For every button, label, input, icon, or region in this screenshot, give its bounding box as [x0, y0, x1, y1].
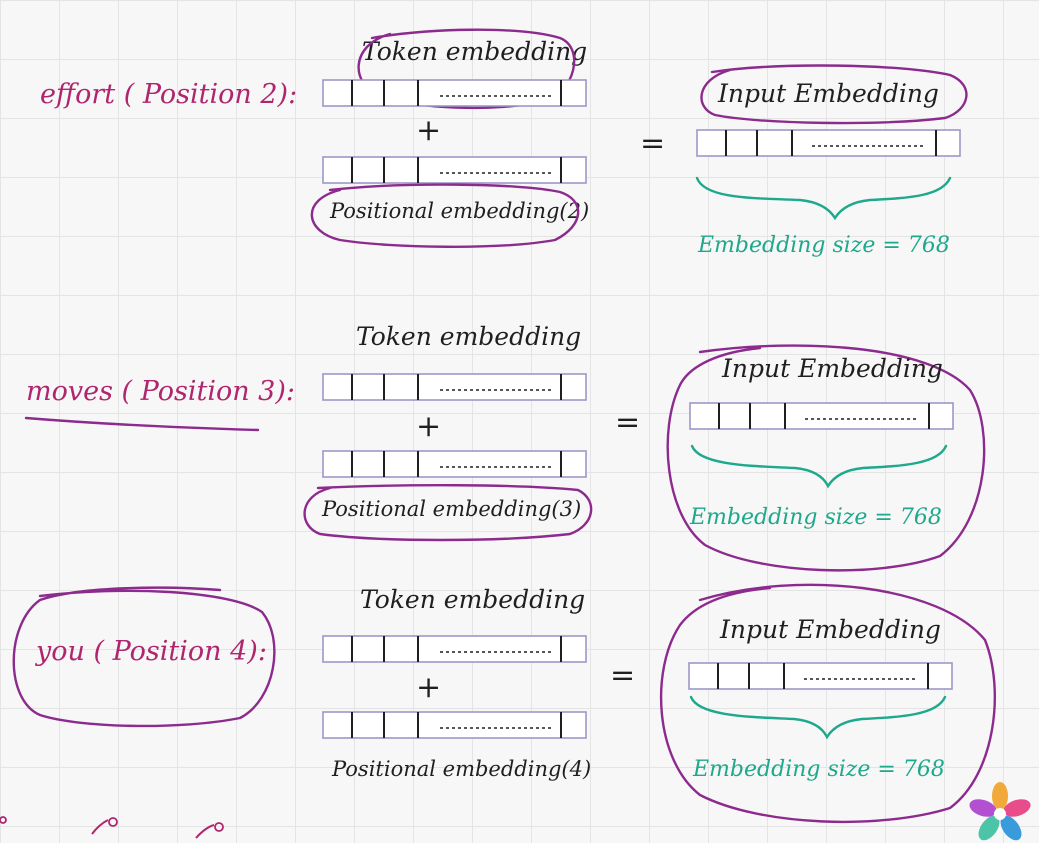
row-position-3: moves ( Position 3): Token embedding + P…	[24, 322, 986, 572]
input-embedding-label: Input Embedding	[721, 354, 943, 383]
plus-sign: +	[416, 670, 441, 705]
positional-embedding-highlight	[310, 183, 580, 248]
embedding-brace	[689, 695, 947, 740]
embedding-size-label: Embedding size = 768	[689, 505, 942, 530]
embedding-size-label: Embedding size = 768	[697, 233, 950, 258]
embedding-brace	[695, 176, 952, 221]
row-position-4: you ( Position 4): Token embedding + Pos…	[12, 583, 996, 824]
input-embedding-highlight	[659, 583, 996, 824]
positional-embedding-bar	[322, 156, 587, 184]
row-label: you ( Position 4):	[35, 636, 267, 667]
equals-sign: =	[615, 405, 640, 440]
plus-sign: +	[416, 113, 441, 148]
input-embedding-bar	[696, 129, 961, 157]
row-label: effort ( Position 2):	[40, 79, 297, 110]
token-embedding-label: Token embedding	[362, 37, 587, 66]
row-label-highlight	[12, 586, 276, 728]
input-embedding-label: Input Embedding	[719, 615, 941, 644]
input-embedding-highlight	[700, 64, 968, 125]
embedding-size-label: Embedding size = 768	[692, 757, 945, 782]
equals-sign: =	[610, 658, 635, 693]
token-embedding-bar	[322, 635, 587, 663]
positional-embedding-highlight	[303, 484, 593, 542]
positional-embedding-bar	[322, 450, 587, 478]
input-embedding-label: Input Embedding	[717, 79, 939, 108]
input-embedding-bar	[689, 402, 954, 430]
positional-embedding-label: Positional embedding(4)	[331, 757, 591, 781]
token-embedding-bar	[322, 373, 587, 401]
plus-sign: +	[416, 409, 441, 444]
token-embedding-label: Token embedding	[360, 585, 585, 614]
input-embedding-highlight	[666, 344, 986, 572]
row-label: moves ( Position 3):	[26, 376, 295, 407]
input-embedding-bar	[688, 662, 953, 690]
positional-embedding-bar	[322, 711, 587, 739]
token-embedding-bar	[322, 79, 587, 107]
positional-embedding-label: Positional embedding(3)	[321, 497, 581, 521]
positional-embedding-label: Positional embedding(2)	[329, 199, 589, 223]
stray-pen-marks	[0, 816, 224, 839]
equals-sign: =	[640, 126, 665, 161]
row-label-underline	[24, 416, 260, 432]
flower-logo-icon	[969, 782, 1031, 841]
row-position-2: effort ( Position 2): Token embedding + …	[40, 28, 968, 258]
embedding-brace	[690, 444, 948, 489]
token-embedding-label: Token embedding	[356, 322, 581, 351]
